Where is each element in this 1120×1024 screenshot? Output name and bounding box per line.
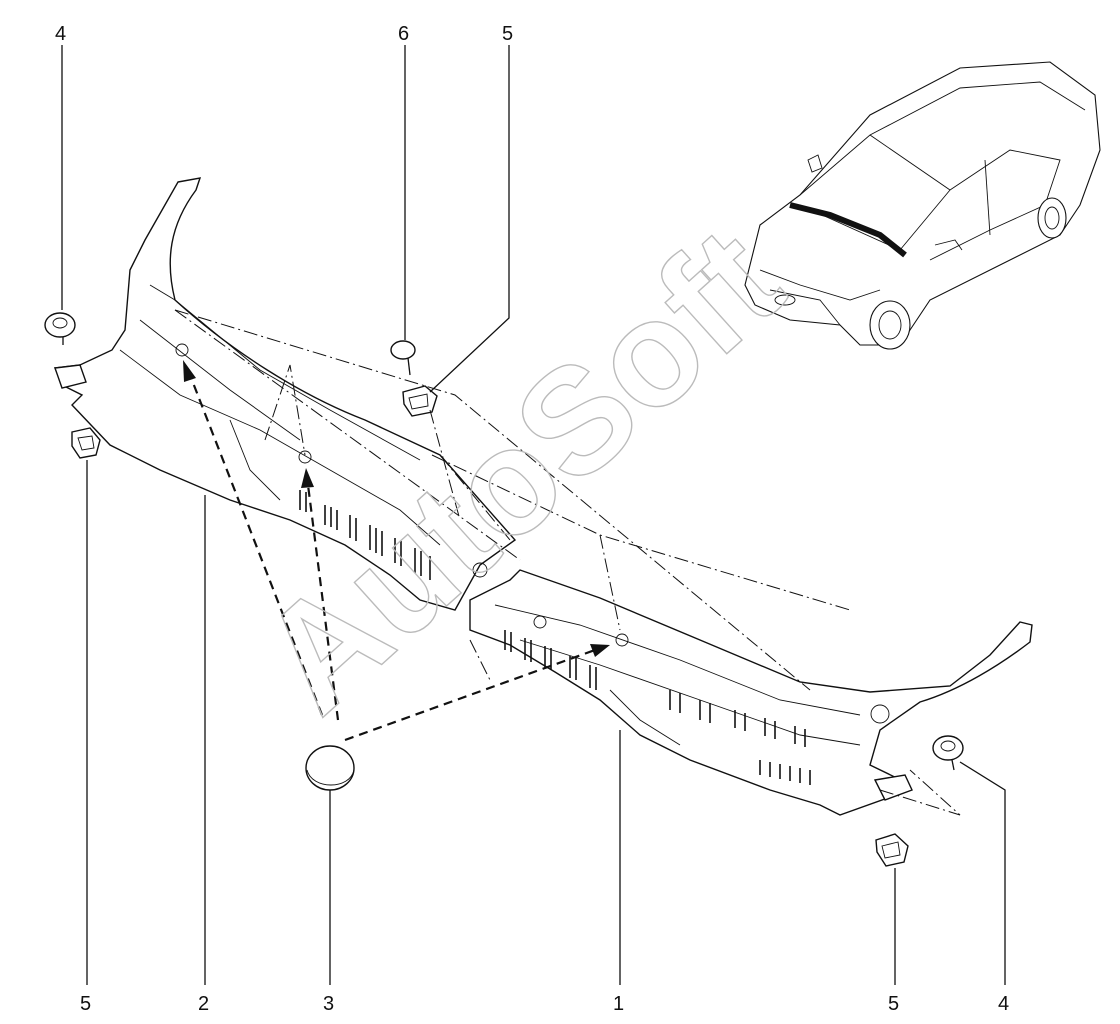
callout-6-top: 6 <box>398 23 409 45</box>
fastener-screw-6 <box>390 340 416 376</box>
vehicle-locator-illustration <box>744 61 1101 350</box>
plug-cap-3 <box>305 745 355 791</box>
fastener-screw-4-left <box>44 312 76 345</box>
callout-3-bottom: 3 <box>323 993 334 1015</box>
cowl-right-section <box>469 569 1033 816</box>
vent-slots-left <box>299 490 431 580</box>
callout-5-top: 5 <box>502 23 513 45</box>
callout-4-bottom-right: 4 <box>998 993 1009 1015</box>
plug-placement-arrows <box>183 360 610 742</box>
fastener-screw-4-right <box>932 735 964 771</box>
callout-4-top-left: 4 <box>55 23 66 45</box>
fastener-clip-5-left <box>71 427 101 459</box>
callout-2-bottom: 2 <box>198 993 209 1015</box>
callout-5-bottom-right: 5 <box>888 993 899 1015</box>
callout-5-bottom-left: 5 <box>80 993 91 1015</box>
leader-lines <box>61 45 1006 985</box>
callout-labels: 4 6 5 5 2 3 1 5 4 <box>55 23 1009 1015</box>
cowl-panel-assembly <box>54 177 1033 816</box>
cowl-left-section <box>54 177 517 611</box>
callout-1-bottom: 1 <box>613 993 624 1015</box>
fastener-clip-5-right <box>875 833 909 867</box>
fastener-clip-5-top <box>402 385 438 417</box>
assembly-centerlines <box>174 309 961 816</box>
vent-slots-right <box>504 630 811 785</box>
